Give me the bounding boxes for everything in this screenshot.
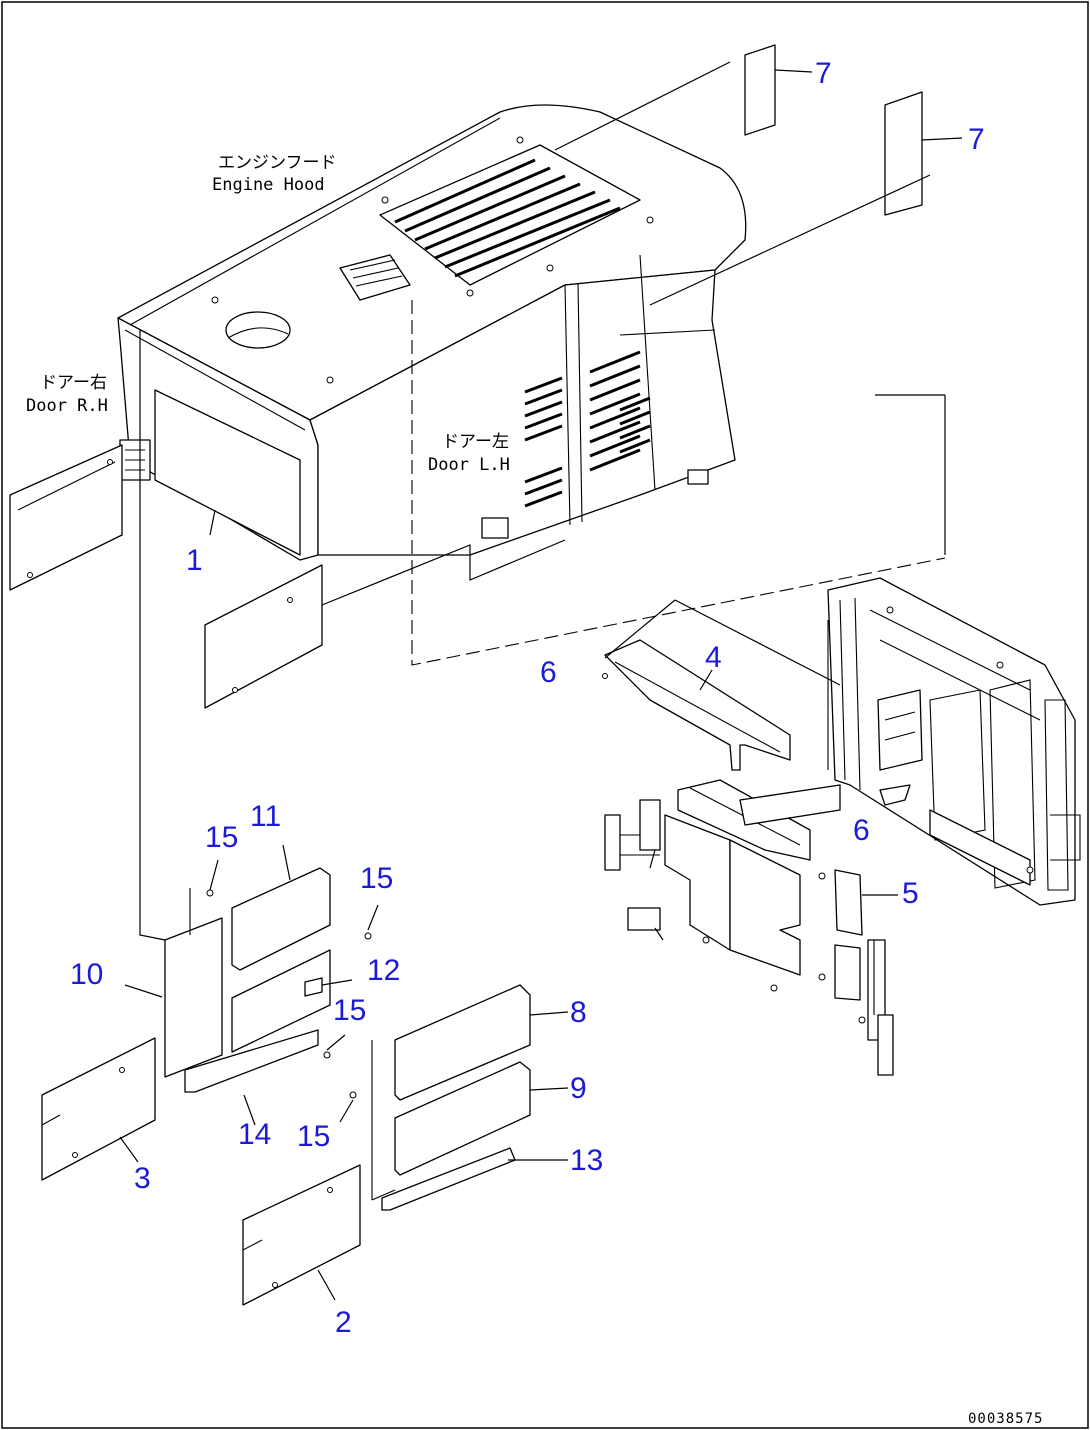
callout-3: 3 — [134, 1162, 151, 1195]
door-rh-jp-label: ドアー右 — [40, 373, 107, 393]
door-rh-en-label: Door R.H — [26, 396, 108, 416]
callout-5: 5 — [902, 877, 919, 910]
part-8 — [394, 984, 531, 1101]
callout-11: 11 — [250, 800, 281, 833]
door-lh-panel — [204, 539, 566, 709]
callout-7-right: 7 — [968, 123, 985, 156]
callout-7-left: 7 — [815, 57, 832, 90]
door-lh-jp-label: ドアー左 — [442, 432, 509, 452]
dashed-leader-6 — [411, 300, 946, 666]
callout-15-d: 15 — [297, 1120, 330, 1153]
part-9 — [394, 1061, 531, 1176]
part-5-cluster — [604, 779, 898, 1076]
callout-1: 1 — [186, 544, 203, 577]
callout-12: 12 — [367, 954, 400, 987]
top-grille-slats — [394, 158, 621, 278]
part-12 — [231, 949, 331, 1053]
callout-10: 10 — [70, 958, 103, 991]
door-lh-en-label: Door L.H — [428, 455, 510, 475]
drawing-number: 00038575 — [968, 1411, 1043, 1427]
engine-hood-en-label: Engine Hood — [212, 175, 325, 195]
callout-15-c: 15 — [333, 994, 366, 1027]
part-13 — [381, 1147, 516, 1211]
callout-15-b: 15 — [360, 862, 393, 895]
callout-14: 14 — [238, 1118, 271, 1151]
rear-frame-assembly — [827, 394, 1081, 906]
side-grille-slats — [524, 350, 651, 508]
callout-9: 9 — [570, 1072, 587, 1105]
door-rh-panel — [9, 444, 123, 591]
part-10 — [164, 917, 223, 1078]
part-14 — [184, 1029, 319, 1093]
callout-2: 2 — [335, 1306, 352, 1339]
callout-15-a: 15 — [205, 821, 238, 854]
callout-6-left: 6 — [540, 656, 557, 689]
part-3 — [41, 1037, 156, 1181]
part-11 — [231, 867, 331, 971]
part-4-duct — [602, 599, 841, 771]
callout-4: 4 — [705, 641, 722, 674]
part-1-pad — [154, 389, 301, 556]
lower-left-cluster — [41, 844, 569, 1306]
engine-hood-jp-label: エンジンフード — [218, 153, 337, 173]
callout-6-right: 6 — [853, 814, 870, 847]
callout-13: 13 — [570, 1144, 603, 1177]
part-7-pads — [554, 44, 963, 306]
part-2 — [242, 1164, 361, 1306]
callout-8: 8 — [570, 996, 587, 1029]
leader-to-10 — [139, 330, 166, 941]
